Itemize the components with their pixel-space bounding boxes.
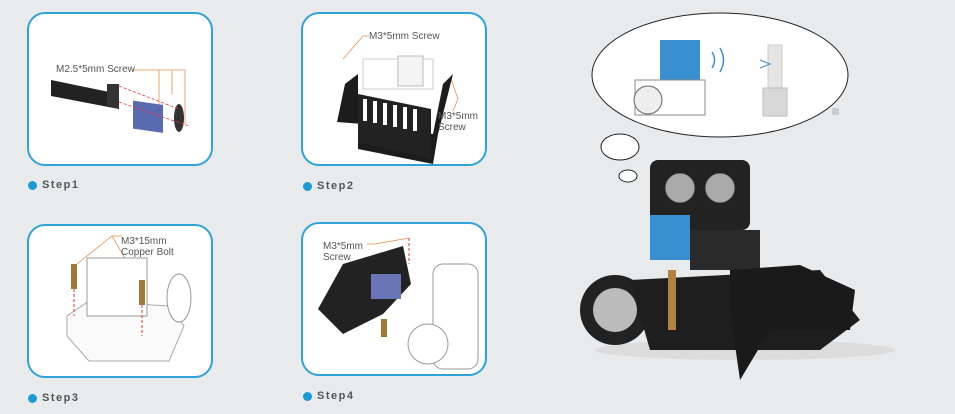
step4-card: M3*5mm Screw: [301, 222, 487, 376]
step4-illustration: [318, 237, 479, 370]
step1-text: Step1: [42, 179, 80, 191]
bullet-icon: [28, 393, 37, 403]
bullet-icon: [303, 181, 312, 191]
step2-card: M3*5mm Screw M3*5mm Screw: [301, 12, 487, 166]
step3-callout: M3*15mm Copper Bolt: [121, 236, 181, 258]
robot-image: [580, 160, 895, 380]
step3-callout-text: M3*15mm Copper Bolt: [121, 236, 174, 258]
step2-callout-top: M3*5mm Screw: [369, 31, 440, 42]
step2-text: Step2: [317, 180, 355, 192]
step4-text: Step4: [317, 390, 355, 402]
step2-illustration: [337, 35, 459, 164]
bullet-icon: [28, 180, 37, 190]
step4-callout: M3*5mm Screw: [323, 241, 364, 263]
step4-label: Step4: [303, 390, 354, 402]
thought-bubble: [591, 12, 849, 183]
step2-label: Step2: [303, 180, 354, 192]
step1-illustration: [51, 69, 190, 133]
step1-card: M2.5*5mm Screw: [27, 12, 213, 166]
step3-label: Step3: [28, 392, 79, 404]
step3-text: Step3: [42, 392, 80, 404]
step2-callout-right: M3*5mm Screw: [438, 111, 479, 133]
step3-card: M3*15mm Copper Bolt: [27, 224, 213, 378]
bullet-icon: [303, 391, 312, 401]
step1-callout: M2.5*5mm Screw: [56, 64, 135, 75]
step3-illustration: [66, 235, 192, 362]
robot-scene: [580, 12, 895, 380]
step1-label: Step1: [28, 179, 79, 191]
